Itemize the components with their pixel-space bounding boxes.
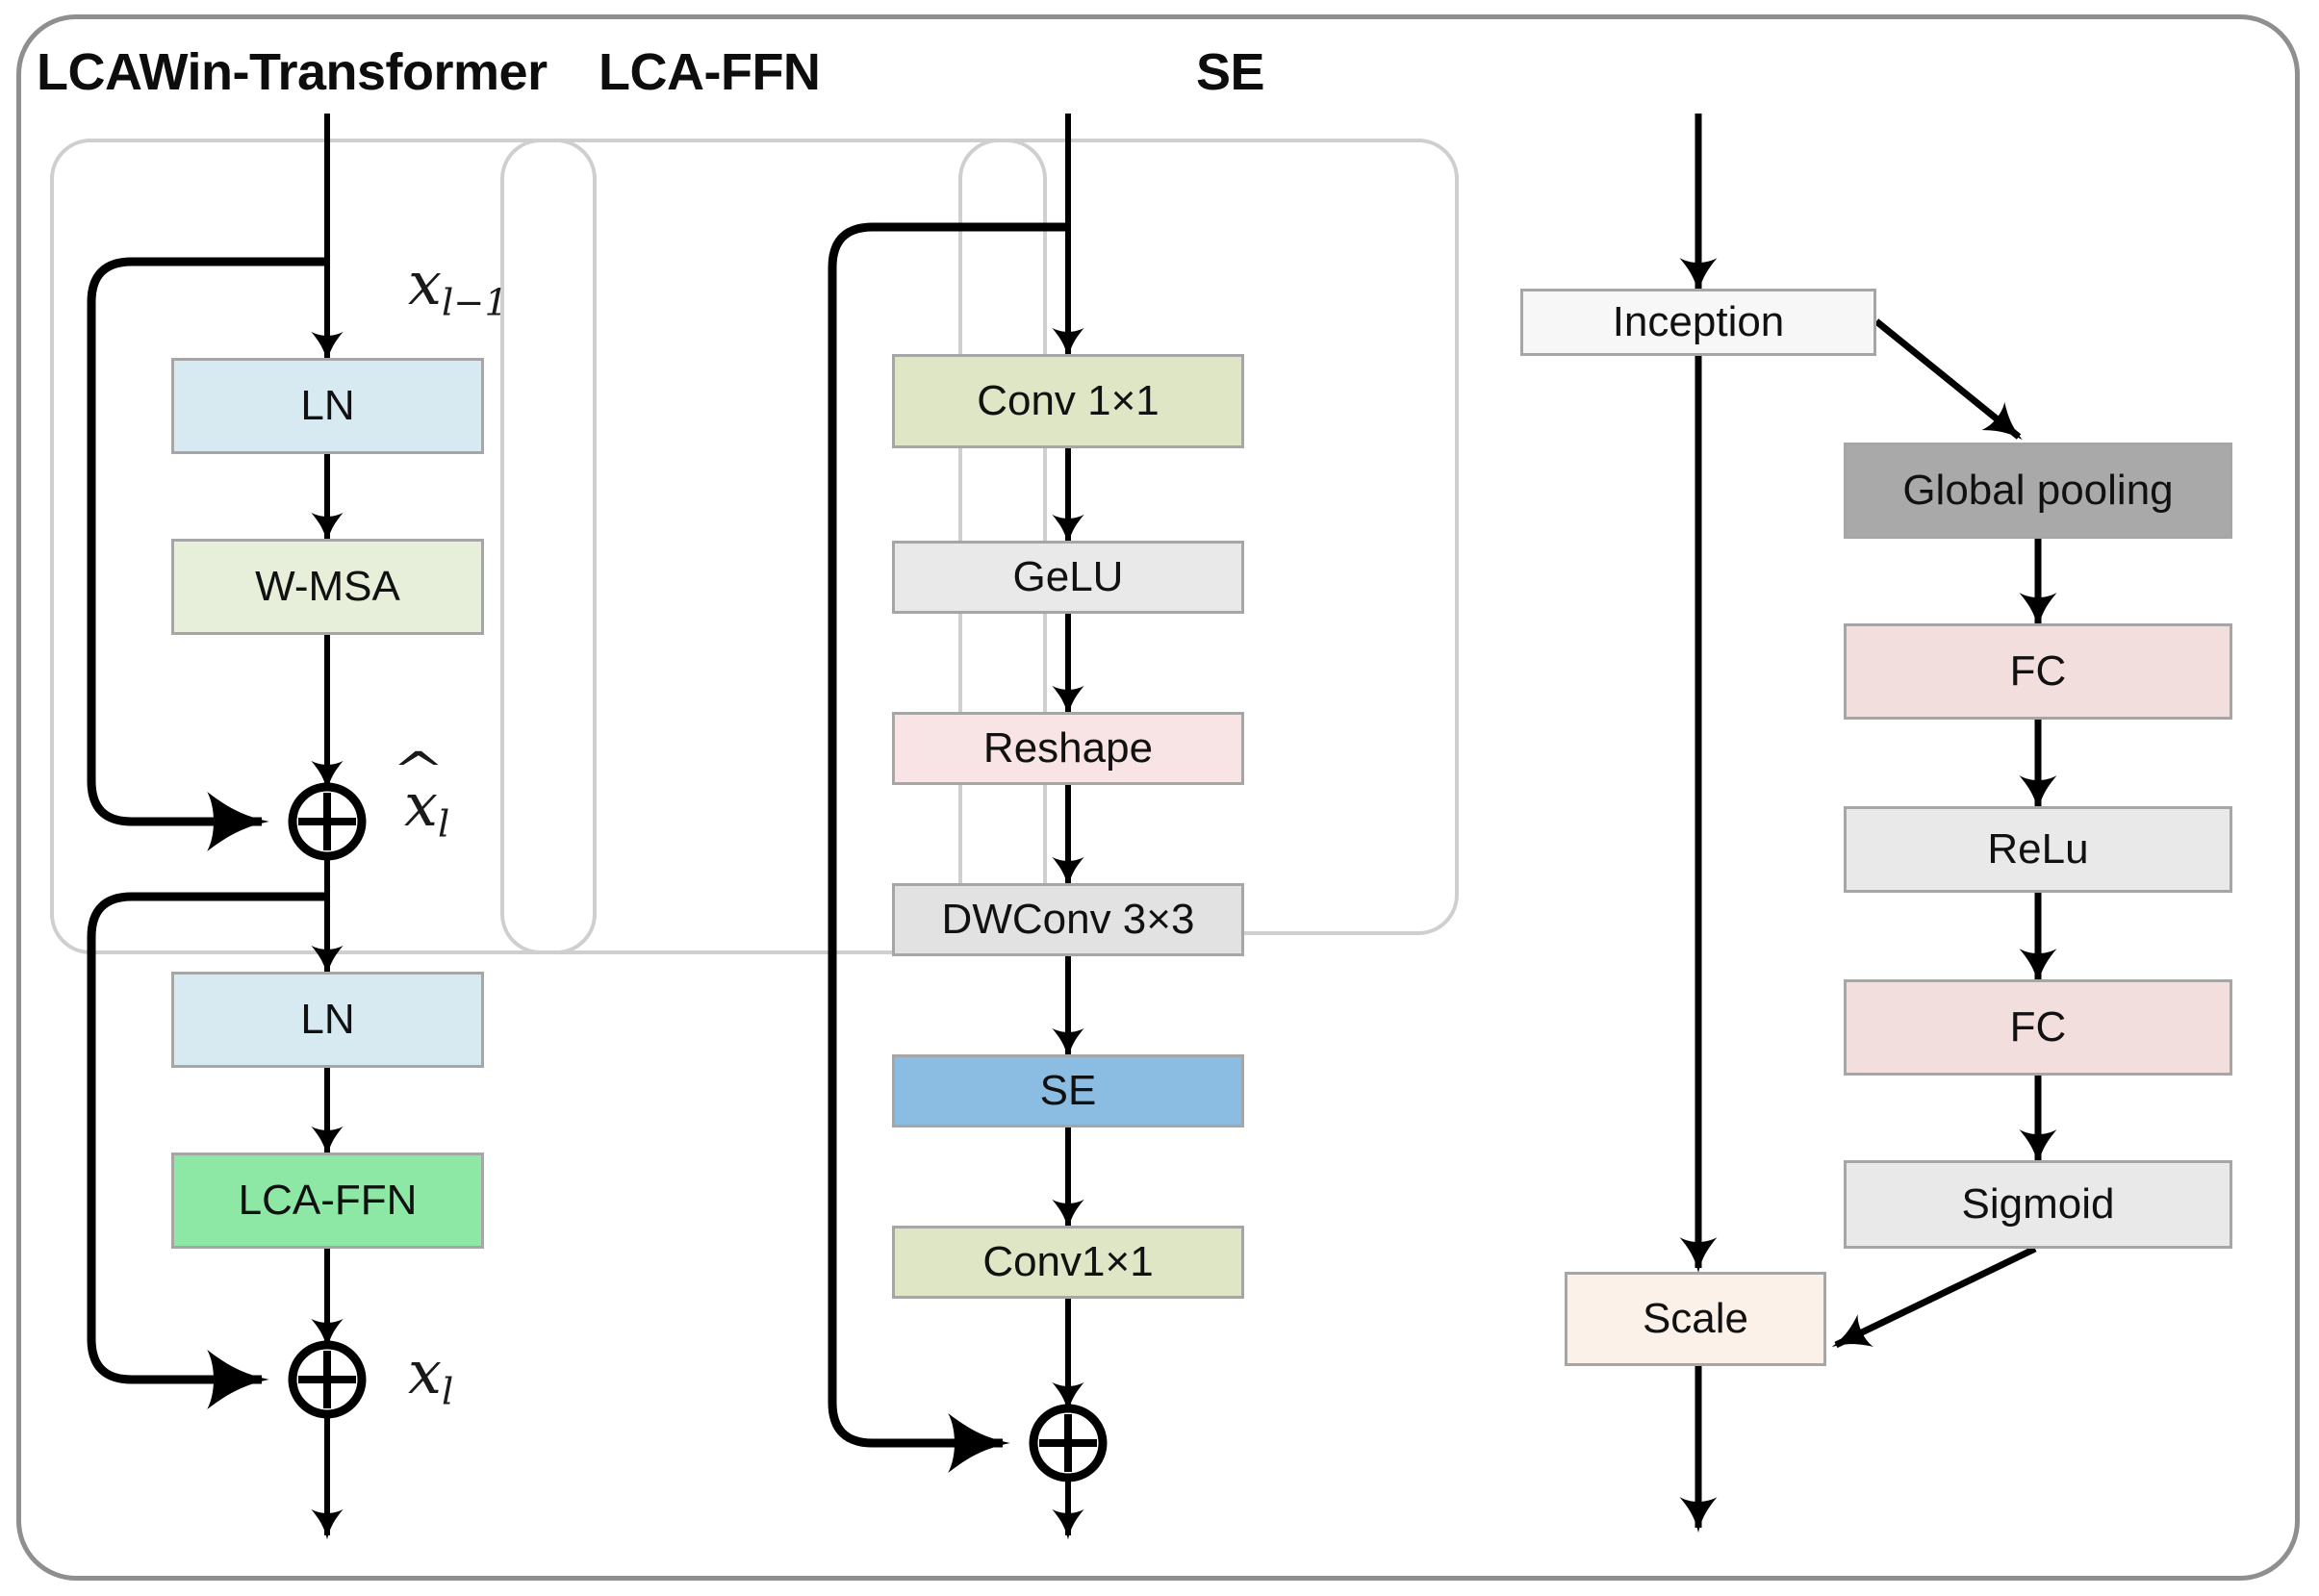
block-w-msa[interactable]: W-MSA (171, 539, 484, 635)
block-global-pooling[interactable]: Global pooling (1844, 443, 2232, 539)
block-label: Conv 1×1 (977, 377, 1160, 424)
outer-container (16, 14, 2300, 1581)
panel-title-lcawin-transformer: LCAWin-Transformer (37, 43, 548, 101)
panel-title-lca-ffn: LCA-FFN (599, 43, 821, 101)
math-label-x-hat-l: xl (404, 770, 449, 847)
block-conv-1x1-top[interactable]: Conv 1×1 (892, 354, 1244, 448)
block-se[interactable]: SE (892, 1054, 1244, 1127)
block-relu[interactable]: ReLu (1844, 806, 2232, 893)
block-inception[interactable]: Inception (1520, 289, 1876, 356)
block-label: Reshape (982, 724, 1154, 772)
block-label: FC (2009, 1003, 2067, 1051)
block-dwconv-3x3[interactable]: DWConv 3×3 (892, 883, 1244, 956)
panel-title-se: SE (1196, 43, 1265, 101)
math-label-x-l-minus-1: xl−1 (408, 248, 508, 325)
block-label: Inception (1612, 298, 1785, 345)
block-sigmoid[interactable]: Sigmoid (1844, 1160, 2232, 1249)
panel-se (958, 139, 1459, 935)
block-scale[interactable]: Scale (1565, 1272, 1826, 1366)
block-ln-1[interactable]: LN (171, 358, 484, 454)
block-label: Sigmoid (1961, 1180, 2115, 1228)
block-reshape[interactable]: Reshape (892, 712, 1244, 785)
block-gelu[interactable]: GeLU (892, 541, 1244, 614)
block-conv1x1-bottom[interactable]: Conv1×1 (892, 1226, 1244, 1299)
block-label: LN (300, 996, 355, 1043)
block-label: SE (1039, 1067, 1097, 1114)
block-label: FC (2009, 647, 2067, 695)
block-label: ReLu (1987, 825, 2089, 873)
block-label: GeLU (1012, 553, 1124, 600)
block-label: Conv1×1 (982, 1238, 1154, 1285)
block-label: Scale (1642, 1295, 1749, 1342)
block-label: W-MSA (255, 563, 400, 610)
block-label: Global pooling (1902, 467, 2174, 514)
block-fc-2[interactable]: FC (1844, 979, 2232, 1076)
block-label: DWConv 3×3 (941, 896, 1195, 943)
block-label: LCA-FFN (238, 1177, 418, 1224)
block-ln-2[interactable]: LN (171, 972, 484, 1068)
math-label-x-l: xl (408, 1337, 454, 1414)
block-fc-1[interactable]: FC (1844, 623, 2232, 720)
block-label: LN (300, 382, 355, 429)
block-lca-ffn[interactable]: LCA-FFN (171, 1153, 484, 1249)
